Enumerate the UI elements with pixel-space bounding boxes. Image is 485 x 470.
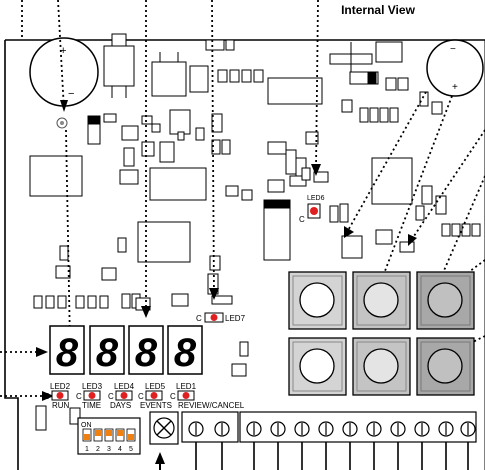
led2-label: LED2 bbox=[50, 382, 71, 391]
led-indicator bbox=[115, 390, 133, 401]
svg-text:+: + bbox=[60, 45, 66, 57]
dip-position: 2 bbox=[96, 446, 100, 453]
c-marker: C bbox=[170, 392, 176, 401]
c-marker: C bbox=[196, 314, 202, 323]
days-label: DAYS bbox=[110, 401, 131, 410]
led-indicator bbox=[177, 390, 195, 401]
run-label: RUN bbox=[52, 401, 70, 410]
push-button[interactable] bbox=[416, 337, 475, 396]
led-row: LED2 LED3 LED4 LED5 LED1 C C C C C RUN T… bbox=[44, 382, 245, 410]
c-marker: C bbox=[76, 392, 82, 401]
led1-label: LED1 bbox=[176, 382, 197, 391]
dip-on-label: ON bbox=[81, 422, 92, 429]
led3-label: LED3 bbox=[82, 382, 103, 391]
led-indicator bbox=[51, 390, 69, 401]
dip-position: 1 bbox=[85, 446, 89, 453]
board-outline bbox=[4, 39, 485, 470]
c-marker: C bbox=[299, 215, 305, 224]
battery-right: − + bbox=[426, 39, 484, 97]
led6-label: LED6 bbox=[307, 195, 325, 202]
svg-text:−: − bbox=[68, 88, 74, 100]
svg-text:−: − bbox=[450, 44, 456, 55]
led-indicator bbox=[83, 390, 101, 401]
push-button[interactable] bbox=[288, 337, 347, 396]
contrast-trimmer[interactable] bbox=[149, 411, 179, 445]
leader-lines bbox=[0, 0, 485, 397]
c-marker: C bbox=[138, 392, 144, 401]
diagram-title: Internal View bbox=[341, 3, 415, 17]
events-label: EVENTS bbox=[140, 401, 172, 410]
led5-label: LED5 bbox=[145, 382, 166, 391]
push-button[interactable] bbox=[352, 337, 411, 396]
svg-text:+: + bbox=[452, 82, 458, 93]
display-digit: 8 bbox=[135, 331, 158, 375]
seven-segment-display: 8 8 8 8 bbox=[49, 325, 203, 375]
review-cancel-label: REVIEW/CANCEL bbox=[178, 401, 245, 410]
push-button[interactable] bbox=[288, 271, 347, 330]
led7: C LED7 bbox=[196, 312, 246, 323]
dip-position: 4 bbox=[118, 446, 122, 453]
led-indicator bbox=[145, 390, 163, 401]
dip-position: 3 bbox=[107, 446, 111, 453]
battery-left: + − bbox=[29, 37, 99, 107]
mounting-screw bbox=[56, 117, 68, 129]
dip-position: 5 bbox=[129, 446, 133, 453]
terminal-block bbox=[181, 411, 477, 470]
c-marker: C bbox=[44, 392, 50, 401]
board-components bbox=[29, 33, 481, 431]
display-digit: 8 bbox=[96, 331, 119, 375]
display-digit: 8 bbox=[56, 331, 79, 375]
led7-label: LED7 bbox=[225, 314, 246, 323]
display-digit: 8 bbox=[174, 331, 197, 375]
push-button[interactable] bbox=[416, 271, 475, 330]
led6: LED6 C bbox=[299, 195, 325, 224]
c-marker: C bbox=[108, 392, 114, 401]
led4-label: LED4 bbox=[114, 382, 135, 391]
dip-switch[interactable]: ON 1 2 3 4 5 bbox=[77, 417, 141, 455]
time-label: TIME bbox=[82, 401, 101, 410]
push-button[interactable] bbox=[352, 271, 411, 330]
